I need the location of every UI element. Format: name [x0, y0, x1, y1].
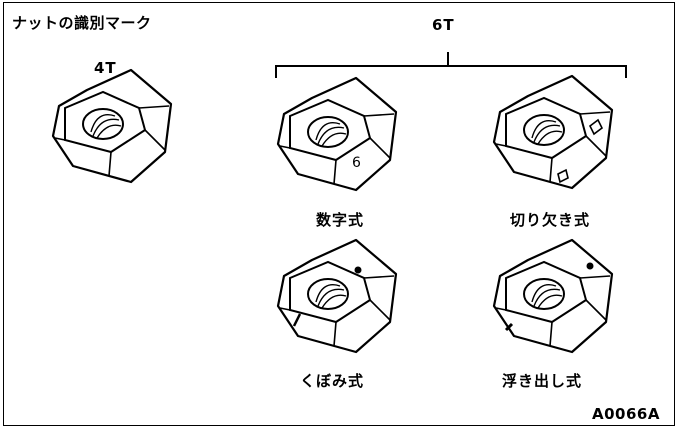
dimple-type-caption: くぼみ式: [300, 372, 365, 390]
number-mark: 6: [352, 155, 361, 171]
nut-dimple-type: [276, 238, 398, 354]
notch-type-caption: 切り欠き式: [510, 211, 591, 229]
number-type-caption: 数字式: [316, 211, 365, 229]
nut-4t: [51, 68, 173, 184]
nut-number-type: [276, 76, 398, 192]
grade-6t-label: 6T: [432, 16, 455, 34]
page-title: ナットの識別マーク: [12, 14, 152, 32]
6t-bracket: [275, 52, 627, 78]
figure-code: A0066A: [592, 405, 660, 423]
nut-notch-type: [492, 74, 614, 190]
figure-frame: [3, 2, 675, 426]
nut-raised-type: [492, 238, 614, 354]
raised-type-caption: 浮き出し式: [502, 372, 583, 390]
grade-4t-label: 4T: [94, 59, 117, 77]
